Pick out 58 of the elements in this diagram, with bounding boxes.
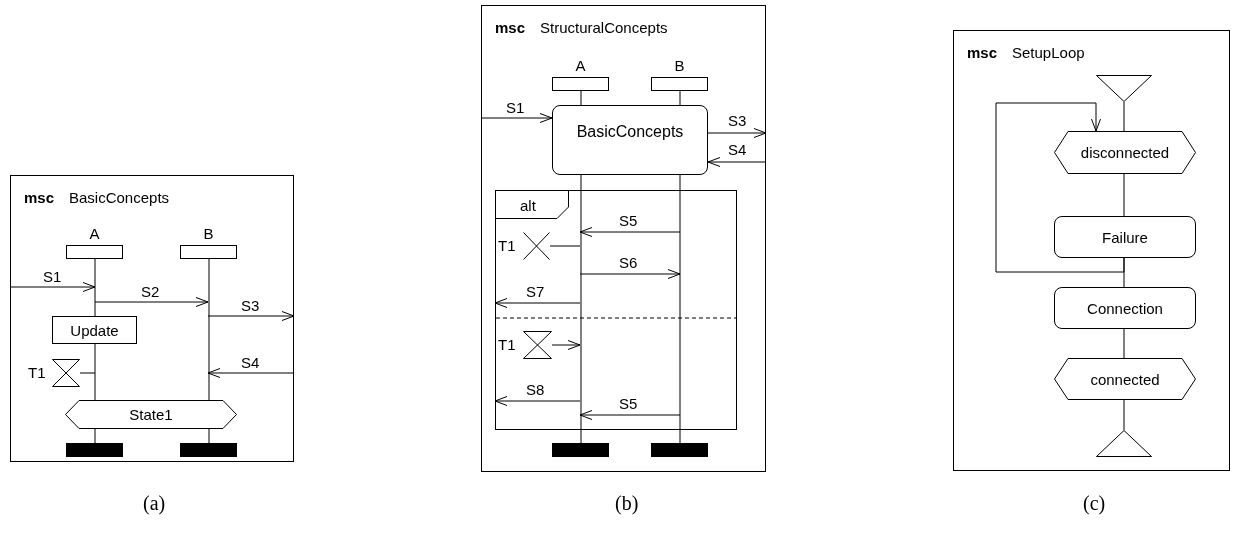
message-arrow bbox=[207, 311, 295, 321]
msc-frame bbox=[10, 175, 294, 462]
msc-name: BasicConcepts bbox=[69, 189, 170, 206]
timer-name: T1 bbox=[498, 237, 516, 254]
instance-end-bar bbox=[552, 443, 609, 457]
reference-box: Failure bbox=[1054, 216, 1196, 258]
end-triangle bbox=[1096, 430, 1152, 457]
connector-line bbox=[1123, 399, 1125, 431]
connector-line bbox=[1123, 328, 1125, 359]
instance-name: A bbox=[88, 225, 101, 242]
message-arrow bbox=[579, 269, 681, 279]
message-arrow bbox=[707, 157, 767, 167]
message-arrow bbox=[494, 298, 581, 308]
connector-line bbox=[1123, 101, 1125, 132]
timer-line bbox=[79, 372, 96, 374]
hourglass-icon bbox=[52, 359, 80, 387]
timer-line bbox=[549, 245, 581, 247]
instance-name: B bbox=[202, 225, 215, 242]
hourglass-icon bbox=[523, 331, 552, 359]
panel-caption: (c) bbox=[1083, 492, 1106, 514]
condition-hexagon: State1 bbox=[65, 400, 237, 429]
connector-line bbox=[1123, 173, 1125, 217]
frame-keyword: msc bbox=[495, 19, 526, 36]
message-arrow bbox=[207, 368, 295, 378]
connector-line bbox=[1123, 257, 1125, 288]
timer-name: T1 bbox=[498, 336, 516, 353]
timer-name: T1 bbox=[28, 364, 46, 381]
action-box: Update bbox=[52, 316, 137, 344]
cross-icon bbox=[523, 232, 550, 260]
frame-keyword: msc bbox=[967, 44, 998, 61]
reference-box: BasicConcepts bbox=[552, 105, 708, 175]
message-arrow bbox=[94, 297, 209, 307]
message-arrow bbox=[707, 128, 767, 138]
message-arrow bbox=[480, 113, 553, 123]
msc-name: SetupLoop bbox=[1012, 44, 1085, 61]
operator-name: alt bbox=[520, 197, 536, 214]
condition-hexagon: disconnected bbox=[1054, 131, 1196, 174]
msc-name: StructuralConcepts bbox=[540, 19, 668, 36]
instance-end-bar bbox=[180, 443, 237, 457]
instance-name: A bbox=[574, 57, 587, 74]
start-triangle bbox=[1096, 75, 1152, 102]
timer-arrow bbox=[551, 340, 581, 350]
message-arrow bbox=[579, 410, 681, 420]
inline-expression-frame bbox=[495, 190, 737, 430]
frame-keyword: msc bbox=[24, 189, 55, 206]
message-arrow bbox=[9, 282, 96, 292]
condition-hexagon: connected bbox=[1054, 358, 1196, 400]
panel-caption: (a) bbox=[143, 492, 166, 514]
instance-end-bar bbox=[651, 443, 708, 457]
instance-name: B bbox=[673, 57, 686, 74]
msc-frame bbox=[481, 5, 766, 472]
reference-box: Connection bbox=[1054, 287, 1196, 329]
message-arrow bbox=[579, 227, 681, 237]
instance-end-bar bbox=[66, 443, 123, 457]
message-arrow bbox=[494, 396, 581, 406]
msc-frame bbox=[953, 30, 1230, 471]
panel-caption: (b) bbox=[615, 492, 639, 514]
loop-arrow bbox=[995, 102, 1125, 273]
